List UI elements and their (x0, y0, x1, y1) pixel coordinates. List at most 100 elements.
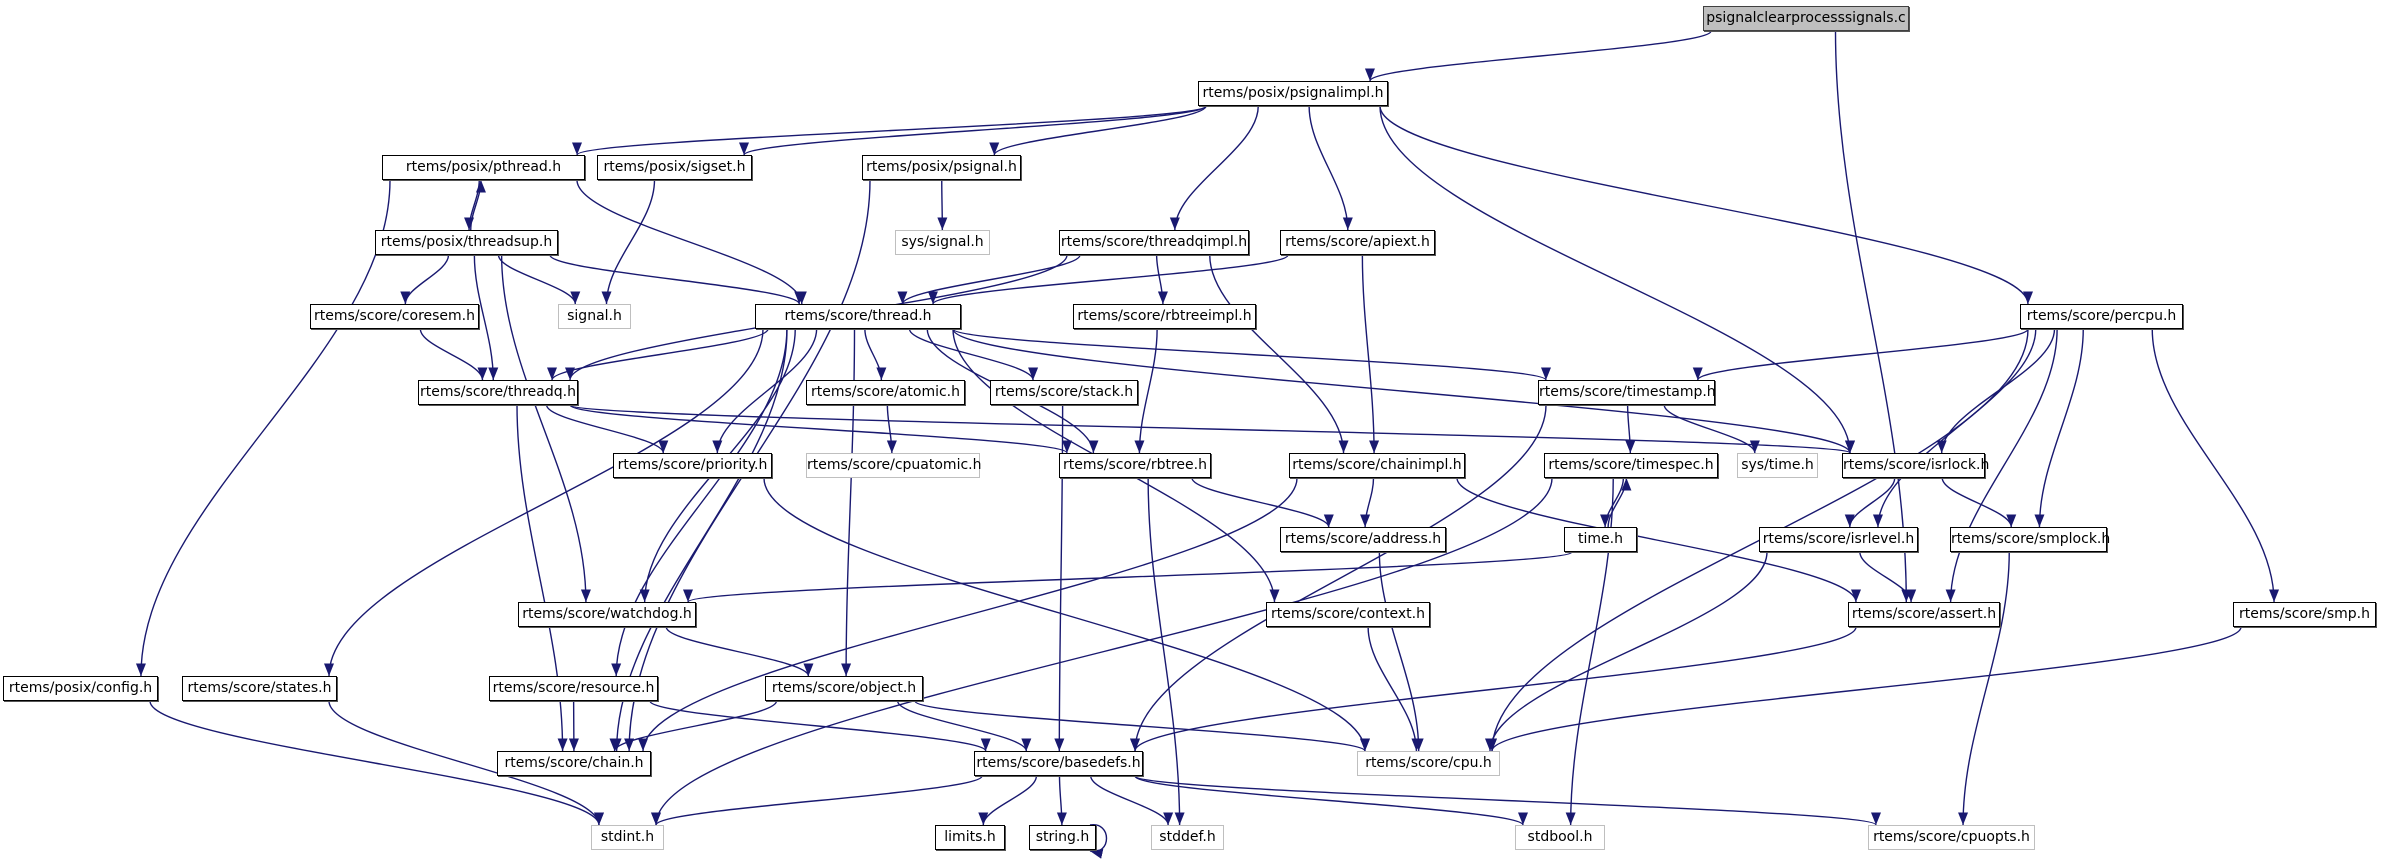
edge-psignal-to-syssignal (937, 179, 948, 231)
node-systime[interactable]: sys/time.h (1737, 453, 1818, 478)
node-thread[interactable]: rtems/score/thread.h (755, 304, 961, 329)
node-limits[interactable]: limits.h (935, 825, 1005, 850)
edge-thread-to-atomic (864, 328, 887, 381)
node-threadq[interactable]: rtems/score/threadq.h (418, 380, 578, 405)
node-address[interactable]: rtems/score/address.h (1280, 527, 1446, 552)
node-isrlock[interactable]: rtems/score/isrlock.h (1842, 453, 1989, 478)
edge-psignalimpl-to-percpu (1379, 105, 2033, 305)
edge-watchdog-to-object (665, 626, 814, 677)
node-rbtree[interactable]: rtems/score/rbtree.h (1059, 453, 1211, 478)
edge-threadq-to-priority (545, 404, 669, 454)
node-timestamp[interactable]: rtems/score/timestamp.h (1538, 380, 1716, 405)
node-root[interactable]: psignalclearprocesssignals.c (1703, 6, 1909, 31)
edge-psignalimpl-to-threadqimpl (1169, 105, 1259, 231)
node-object[interactable]: rtems/score/object.h (765, 676, 923, 701)
edge-root-to-psignalimpl (1365, 30, 1712, 82)
node-timespec[interactable]: rtems/score/timespec.h (1544, 453, 1718, 478)
edge-psignalimpl-to-sigset (739, 105, 1207, 156)
node-cpuopts[interactable]: rtems/score/cpuopts.h (1868, 825, 2035, 850)
node-stdbool[interactable]: stdbool.h (1515, 825, 1605, 850)
node-sigset[interactable]: rtems/posix/sigset.h (597, 155, 752, 180)
node-smp[interactable]: rtems/score/smp.h (2233, 602, 2376, 627)
edge-basedefs-to-stdint (651, 775, 983, 826)
node-pthread[interactable]: rtems/posix/pthread.h (382, 155, 585, 180)
node-threadqimpl[interactable]: rtems/score/threadqimpl.h (1059, 230, 1249, 255)
edge-object-to-basedefs (896, 700, 1032, 752)
edge-thread-to-isrlock (952, 328, 1855, 454)
node-chainimpl[interactable]: rtems/score/chainimpl.h (1289, 453, 1465, 478)
edge-root-to-assert (1834, 30, 1912, 603)
node-stack[interactable]: rtems/score/stack.h (990, 380, 1138, 405)
edge-threadsup-to-watchdog (500, 254, 591, 603)
node-assert[interactable]: rtems/score/assert.h (1848, 602, 2000, 627)
node-smplock[interactable]: rtems/score/smplock.h (1950, 527, 2110, 552)
edge-basedefs-to-cpuopts (1134, 775, 1881, 826)
edge-percpu-to-assert (1945, 328, 2058, 603)
edge-threadq-to-rbtree (569, 404, 1072, 454)
node-context[interactable]: rtems/score/context.h (1266, 602, 1430, 627)
edge-psignalimpl-to-psignal (989, 105, 1207, 156)
edge-config-to-stdint (149, 700, 604, 826)
node-cpuatomic[interactable]: rtems/score/cpuatomic.h (806, 453, 981, 478)
edge-psignalimpl-to-pthread (572, 105, 1207, 156)
node-apiext[interactable]: rtems/score/apiext.h (1280, 230, 1435, 255)
edge-threadsup-to-threadq (473, 254, 499, 381)
node-time[interactable]: time.h (1564, 527, 1637, 552)
edge-assert-to-basedefs (1130, 626, 1857, 752)
node-string[interactable]: string.h (1029, 825, 1096, 850)
edge-sigset-to-signal (601, 179, 656, 305)
node-states[interactable]: rtems/score/states.h (182, 676, 337, 701)
node-priority[interactable]: rtems/score/priority.h (613, 453, 772, 478)
node-stddef[interactable]: stddef.h (1151, 825, 1224, 850)
node-psignal[interactable]: rtems/posix/psignal.h (862, 155, 1021, 180)
edge-basedefs-to-stddef (1090, 775, 1174, 826)
node-isrlevel[interactable]: rtems/score/isrlevel.h (1759, 527, 1918, 552)
edge-states-to-stdint (328, 700, 604, 826)
node-stdint[interactable]: stdint.h (591, 825, 664, 850)
edge-pthread-to-config (135, 179, 391, 677)
node-syssignal[interactable]: sys/signal.h (895, 230, 990, 255)
edge-rbtree-to-address (1191, 477, 1334, 528)
node-cpu[interactable]: rtems/score/cpu.h (1357, 751, 1500, 776)
edge-pthread-to-threadsup (464, 179, 480, 231)
edge-chainimpl-to-chain (638, 477, 1298, 752)
node-basedefs[interactable]: rtems/score/basedefs.h (974, 751, 1143, 776)
edge-object-to-chain (609, 700, 778, 752)
edge-threadqimpl-to-chainimpl (1209, 254, 1349, 454)
edge-apiext-to-chainimpl (1361, 254, 1380, 454)
edge-threadsup-to-thread (549, 254, 805, 305)
edge-smplock-to-cpuopts (1958, 551, 2010, 826)
edge-timestamp-to-basedefs (1130, 404, 1547, 752)
node-config[interactable]: rtems/posix/config.h (3, 676, 158, 701)
edge-thread-to-states (324, 328, 764, 677)
edge-threadsup-to-coresem (400, 254, 450, 305)
edge-timespec-to-stdbool (1565, 477, 1614, 826)
node-threadsup[interactable]: rtems/posix/threadsup.h (375, 230, 558, 255)
edge-percpu-to-timestamp (1692, 328, 2029, 381)
edge-chainimpl-to-address (1360, 477, 1375, 528)
node-rbtreeimpl[interactable]: rtems/score/rbtreeimpl.h (1073, 304, 1256, 329)
node-psignalimpl[interactable]: rtems/posix/psignalimpl.h (1198, 81, 1388, 106)
edge-atomic-to-cpuatomic (886, 404, 897, 454)
edge-context-to-cpu (1367, 626, 1422, 752)
edge-isrlock-to-smplock (1941, 477, 2017, 528)
edge-threadq-to-chain (516, 404, 568, 752)
node-coresem[interactable]: rtems/score/coresem.h (310, 304, 479, 329)
edge-isrlevel-to-assert (1859, 551, 1917, 603)
edge-timespec-to-stdint (651, 477, 1553, 826)
node-percpu[interactable]: rtems/score/percpu.h (2020, 304, 2183, 329)
node-chain[interactable]: rtems/score/chain.h (497, 751, 651, 776)
edge-threadsup-to-pthread (470, 179, 486, 231)
node-resource[interactable]: rtems/score/resource.h (489, 676, 658, 701)
edge-psignalimpl-to-isrlock (1379, 105, 1855, 454)
node-atomic[interactable]: rtems/score/atomic.h (806, 380, 965, 405)
edge-timestamp-to-systime (1663, 404, 1760, 454)
node-signal[interactable]: signal.h (558, 304, 631, 329)
edge-coresem-to-threadq (419, 328, 488, 381)
edge-apiext-to-thread (928, 254, 1289, 305)
node-watchdog[interactable]: rtems/score/watchdog.h (518, 602, 696, 627)
edge-percpu-to-smplock (2034, 328, 2084, 528)
edge-isrlevel-to-cpu (1485, 551, 1768, 752)
edge-thread-to-timestamp (952, 328, 1551, 381)
edge-basedefs-to-stdbool (1134, 775, 1528, 826)
